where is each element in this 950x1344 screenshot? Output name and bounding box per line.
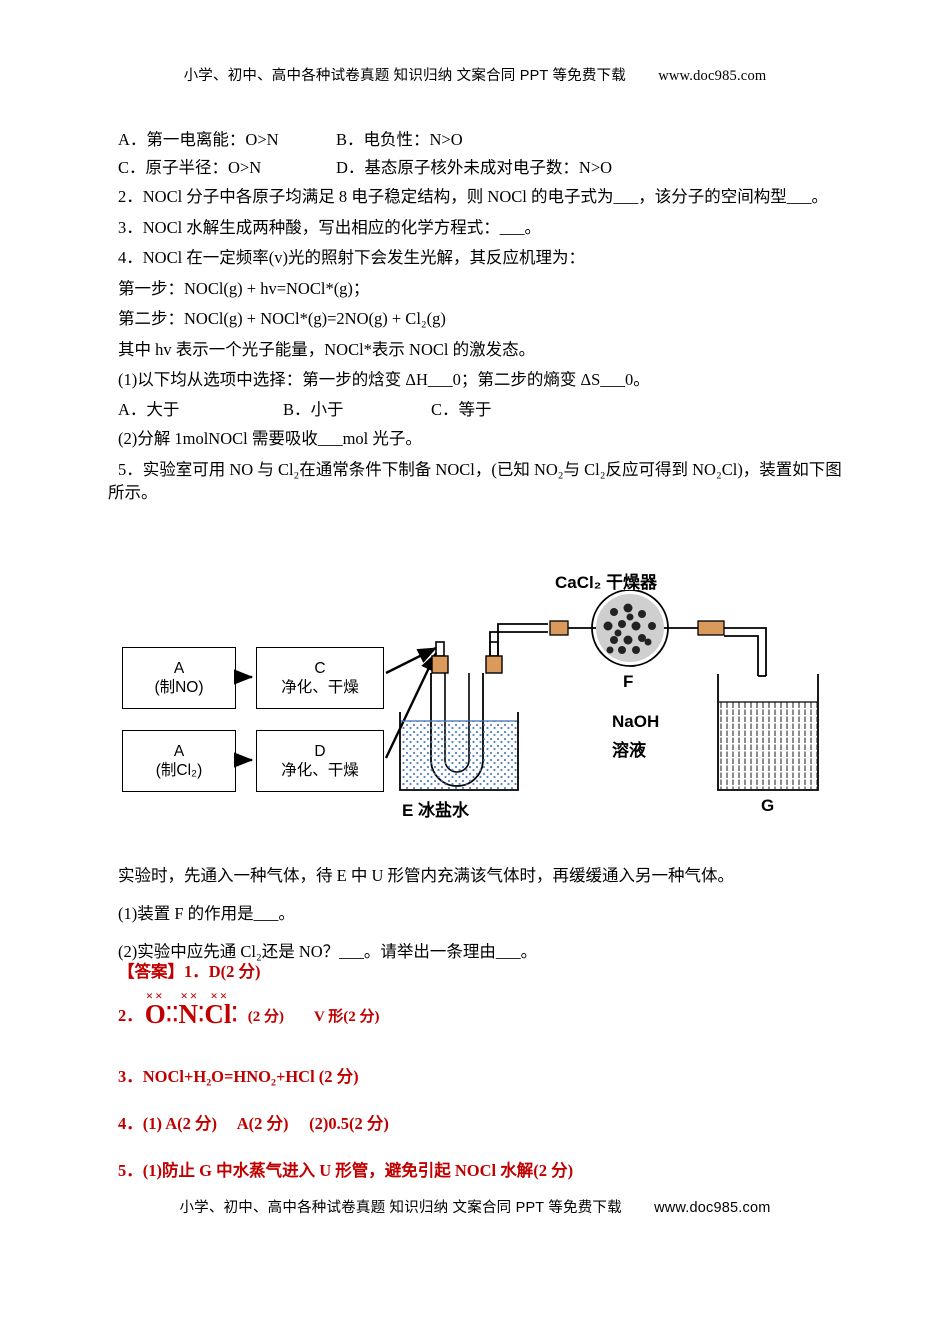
answer-5: 5．(1)防止 G 中水蒸气进入 U 形管，避免引起 NOCl 水解(2 分) <box>118 1161 574 1180</box>
answer-2-lewis-structure: ××O⁚⁚××N⁚××Cl⁚ <box>144 988 238 1029</box>
box-a-produce-no: A (制NO) <box>122 647 236 709</box>
q4-option-c: C．等于 <box>431 399 492 419</box>
q4-option-a: A．大于 <box>118 399 180 419</box>
apparatus-diagram: A (制NO) C 净化、干燥 A (制Cl₂) D 净化、干燥 <box>118 573 844 850</box>
box-a1-line1: A <box>173 659 185 677</box>
page-header: 小学、初中、高中各种试卷真题 知识归纳 文案合同 PPT 等免费下载 www.d… <box>0 64 950 85</box>
q1-option-a: A．第一电离能：O>N <box>118 130 279 149</box>
post-figure-text: 实验时，先通入一种气体，待 E 中 U 形管内充满该气体时，再缓缓通入另一种气体… <box>118 862 878 962</box>
label-naoh-line2: 溶液 <box>612 741 646 760</box>
box-d-purify-dry: D 净化、干燥 <box>256 730 384 792</box>
answer-2-prefix: 2． <box>118 1006 143 1025</box>
box-d-line2: 净化、干燥 <box>281 762 359 779</box>
footer-text: 小学、初中、高中各种试卷真题 知识归纳 文案合同 PPT 等免费下载 <box>179 1200 622 1216</box>
box-c-line1: C <box>314 659 326 677</box>
q1-option-b: B．电负性：N>O <box>336 130 463 149</box>
answer-section: 【答案】1．D(2 分) 2． ××O⁚⁚××N⁚××Cl⁚ (2 分) V 形… <box>118 958 878 1198</box>
page-footer: 小学、初中、高中各种试卷真题 知识归纳 文案合同 PPT 等免费下载 www.d… <box>0 1196 950 1217</box>
question-body: A．第一电离能：O>N B．电负性：N>O C．原子半径：O>N D．基态原子核外未… <box>108 130 844 512</box>
apparatus-svg <box>234 590 819 791</box>
question-4-part-2: (2)分解 1molNOCl 需要吸收___mol 光子。 <box>118 429 422 448</box>
footer-url: www.doc985.com <box>654 1200 771 1216</box>
q4-option-b: B．小于 <box>283 399 344 419</box>
question-5-part-1: (1)装置 F 的作用是___。 <box>118 904 295 923</box>
label-f: F <box>623 672 634 691</box>
q1-options-row-2: C．原子半径：O>N D．基态原子核外未成对电子数：N>O <box>118 157 844 177</box>
label-cacl2-dryer: CaCl₂ 干燥器 <box>555 573 658 592</box>
q1-option-d: D．基态原子核外未成对电子数：N>O <box>336 157 613 177</box>
box-a-produce-cl2: A (制Cl₂) <box>122 730 236 792</box>
header-text: 小学、初中、高中各种试卷真题 知识归纳 文案合同 PPT 等免费下载 <box>183 68 626 84</box>
q1-option-c: C．原子半径：O>N <box>118 157 262 177</box>
question-4-step-1: 第一步：NOCl(g) + hv=NOCl*(g)； <box>118 278 370 298</box>
label-naoh-line1: NaOH <box>612 712 660 731</box>
question-4-step-2: 第二步：NOCl(g) + NOCl*(g)=2NO(g) + Cl₂(g) <box>118 309 446 328</box>
question-3: 3．NOCl 水解生成两种酸，写出相应的化学方程式：___。 <box>118 217 542 237</box>
answer-title: 【答案】1．D(2 分) <box>118 962 261 981</box>
question-2: 2．NOCl 分子中各原子均满足 8 电子稳定结构，则 NOCl 的电子式为__… <box>118 187 828 206</box>
answer-2-row: 2． ××O⁚⁚××N⁚××Cl⁚ (2 分) V 形(2 分) <box>118 988 878 1030</box>
question-4-note: 其中 hv 表示一个光子能量，NOCl*表示 NOCl 的激发态。 <box>118 339 536 359</box>
answer-2-note-1: (2 分) <box>247 1009 284 1025</box>
label-e-ice-salt-water: E 冰盐水 <box>402 801 470 820</box>
box-c-line2: 净化、干燥 <box>281 679 359 696</box>
box-a2-line2: (制Cl₂) <box>155 762 203 779</box>
answer-3: 3．NOCl+H₂O=HNO₂+HCl (2 分) <box>118 1067 359 1086</box>
box-d-line1: D <box>314 742 326 760</box>
answer-2-note-2: V 形(2 分) <box>313 1009 380 1025</box>
question-5-line-1: 5．实验室可用 NO 与 Cl₂在通常条件下制备 NOCl，(已知 NO₂与 C… <box>118 459 842 479</box>
box-a2-line1: A <box>173 742 185 760</box>
box-c-purify-dry: C 净化、干燥 <box>256 647 384 709</box>
question-5-after: 实验时，先通入一种气体，待 E 中 U 形管内充满该气体时，再缓缓通入另一种气体… <box>118 866 734 885</box>
header-url: www.doc985.com <box>658 68 767 84</box>
label-g: G <box>761 796 775 815</box>
question-5-part-2: (2)实验中应先通 Cl₂还是 NO？___。请举出一条理由___。 <box>118 942 538 961</box>
box-a1-line2: (制NO) <box>154 679 204 696</box>
question-4-part-1: (1)以下均从选项中选择：第一步的焓变 ΔH___0；第二步的熵变 ΔS___0… <box>118 370 650 389</box>
question-5-line-2: 所示。 <box>108 483 158 502</box>
question-4-choices: A．大于 B．小于 C．等于 <box>118 399 844 419</box>
answer-4: 4．(1) A(2 分) A(2 分) (2)0.5(2 分) <box>118 1114 389 1133</box>
q1-options-row-1: A．第一电离能：O>N B．电负性：N>O <box>118 130 844 149</box>
question-4: 4．NOCl 在一定频率(v)光的照射下会发生光解，其反应机理为： <box>118 248 586 267</box>
